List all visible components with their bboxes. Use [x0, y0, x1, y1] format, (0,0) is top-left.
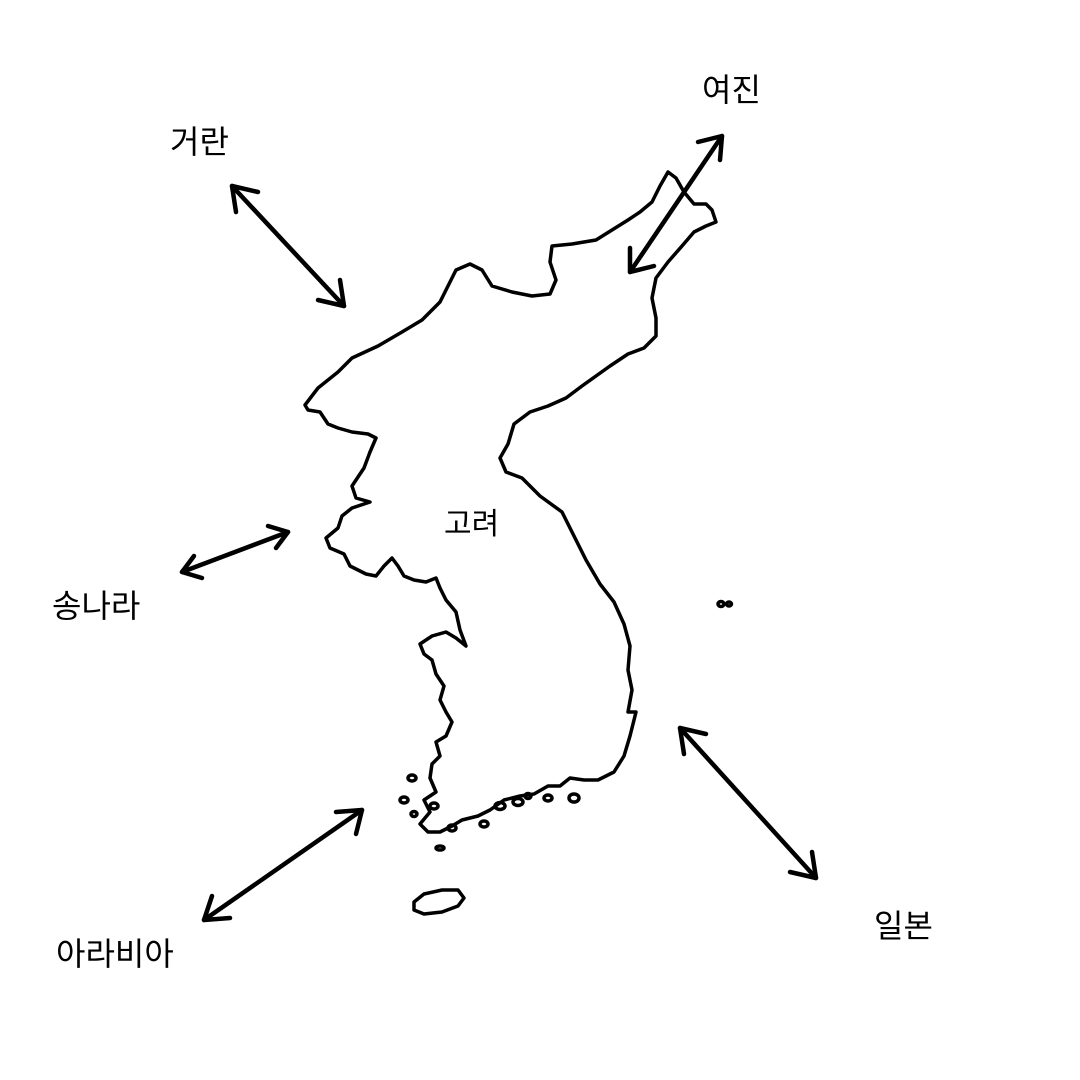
south-coast-island: [478, 819, 490, 829]
south-coast-island: [542, 793, 554, 803]
southwest-island: [406, 773, 418, 783]
south-coast-island: [523, 791, 533, 801]
peninsula-outline: [303, 170, 718, 834]
southwest-island: [428, 801, 440, 811]
south-coast-island: [567, 792, 581, 804]
south-coast-island: [493, 800, 507, 812]
southwest-island: [409, 809, 419, 819]
south-coast-island: [511, 796, 525, 808]
label-georan: 거란: [170, 123, 229, 161]
arrow-georan: [229, 183, 347, 309]
arrow-ilbon: [677, 725, 819, 881]
label-song: 송나라: [52, 587, 141, 625]
jeju-island: [412, 888, 466, 916]
dokdo-island: [724, 600, 734, 608]
ulleung-island: [716, 599, 726, 609]
label-georyeo: 고려: [444, 507, 500, 542]
label-ilbon: 일본: [874, 907, 933, 945]
southwest-island: [398, 795, 410, 805]
label-yeojin: 여진: [702, 71, 761, 109]
arrow-song: [179, 523, 291, 581]
southwest-island: [434, 844, 446, 852]
southwest-island: [446, 823, 458, 833]
arrow-arabia: [201, 807, 365, 923]
label-arabia: 아라비아: [56, 935, 174, 973]
arrow-yeojin: [627, 133, 725, 275]
